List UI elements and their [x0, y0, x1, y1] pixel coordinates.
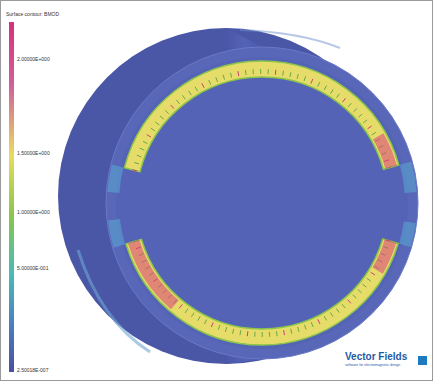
- mesh-tick: [290, 72, 291, 77]
- mesh-tick: [189, 91, 192, 95]
- mesh-tick: [291, 329, 292, 334]
- mesh-tick: [304, 76, 306, 81]
- mesh-tick: [268, 69, 269, 74]
- mesh-tick: [218, 325, 220, 330]
- mesh-tick: [336, 308, 339, 312]
- mesh-tick: [297, 74, 298, 79]
- mesh-tick: [198, 316, 200, 320]
- edge-glow: [108, 219, 125, 248]
- mesh-tick: [363, 120, 367, 123]
- magnet-arc: [126, 239, 398, 345]
- mesh-tick: [155, 122, 159, 125]
- edge-glow: [399, 221, 416, 247]
- mesh-tick: [342, 304, 345, 308]
- mesh-tick: [209, 80, 211, 85]
- mesh-tick: [223, 75, 224, 80]
- mesh-tick: [182, 95, 185, 99]
- mesh-tick: [358, 289, 362, 292]
- logo-text: Vector Fields: [345, 352, 407, 362]
- mesh-tick: [165, 110, 169, 113]
- mesh-tick: [134, 162, 139, 164]
- scale-value: 2.50018E-007: [17, 368, 48, 373]
- mesh-tick: [237, 71, 239, 76]
- mesh-tick: [318, 82, 320, 87]
- mesh-tick: [342, 98, 345, 102]
- mesh-tick: [362, 284, 366, 287]
- mesh-tick: [368, 126, 372, 129]
- edge-glow: [107, 165, 123, 193]
- mesh-tick: [225, 327, 226, 332]
- mesh-tick: [348, 103, 351, 107]
- scale-title: Surface contour: BMOD: [6, 12, 59, 17]
- mesh-tick: [195, 87, 197, 91]
- hot-zone: [373, 133, 397, 168]
- hot-zone: [128, 240, 179, 309]
- mesh-tick: [202, 83, 204, 87]
- mesh-tick: [324, 86, 326, 90]
- mesh-tick: [283, 330, 285, 335]
- mesh-tick: [282, 71, 284, 76]
- mesh-tick: [330, 312, 333, 316]
- logo-subtitle: software for electromagnetic design: [345, 364, 400, 368]
- mesh-tick: [353, 108, 357, 112]
- mesh-tick: [230, 73, 231, 78]
- mesh-tick: [358, 114, 362, 117]
- mesh-tick: [253, 69, 254, 74]
- scale-value: 5.00000E-001: [17, 266, 48, 271]
- mesh-tick: [262, 332, 263, 337]
- mesh-tick: [185, 309, 188, 313]
- logo-square: [418, 356, 427, 365]
- mesh-tick: [371, 272, 375, 275]
- mesh-tick: [260, 69, 261, 74]
- mesh-tick: [337, 94, 340, 98]
- mesh-tick: [247, 331, 249, 336]
- mesh-tick: [160, 116, 164, 119]
- mesh-tick: [298, 327, 299, 332]
- mesh-tick: [372, 132, 376, 135]
- color-scale: [9, 22, 14, 372]
- scale-value: 1.50000E+000: [17, 151, 50, 156]
- mesh-tick: [304, 325, 306, 330]
- scale-value: 2.00000E+000: [17, 57, 50, 62]
- mesh-tick: [367, 278, 371, 281]
- mesh-tick: [191, 313, 194, 317]
- mesh-tick: [176, 100, 179, 104]
- mesh-tick: [132, 170, 137, 171]
- mesh-tick: [245, 70, 247, 75]
- mesh-tick: [143, 141, 147, 143]
- mesh-tick: [239, 330, 241, 335]
- mesh-tick: [276, 331, 278, 336]
- front-rim: [106, 47, 418, 359]
- hot-zone: [372, 240, 396, 274]
- scale-value: 1.00000E+000: [17, 210, 50, 215]
- mesh-tick: [151, 128, 155, 131]
- mesh-tick: [140, 148, 145, 150]
- magnet-arc: [124, 61, 398, 172]
- mesh-tick: [311, 322, 313, 327]
- mesh-tick: [269, 332, 270, 337]
- mesh-tick: [171, 105, 174, 109]
- front-face: [116, 57, 408, 349]
- cylinder: [58, 28, 418, 364]
- mesh-tick: [233, 329, 234, 334]
- mesh-tick: [311, 79, 313, 84]
- mesh-tick: [324, 316, 326, 320]
- mesh-tick: [179, 304, 182, 308]
- mesh-tick: [204, 320, 206, 325]
- mesh-tick: [254, 332, 255, 337]
- edge-glow: [400, 162, 417, 193]
- highlight: [240, 30, 340, 48]
- mesh-tick: [330, 89, 333, 93]
- mesh-tick: [216, 77, 218, 82]
- mesh-tick: [353, 295, 357, 299]
- mesh-tick: [211, 322, 213, 327]
- mesh-tick: [147, 135, 151, 138]
- mesh-tick: [137, 155, 142, 157]
- mesh-tick: [275, 70, 277, 75]
- mesh-tick: [348, 300, 351, 304]
- mesh-tick: [318, 319, 320, 324]
